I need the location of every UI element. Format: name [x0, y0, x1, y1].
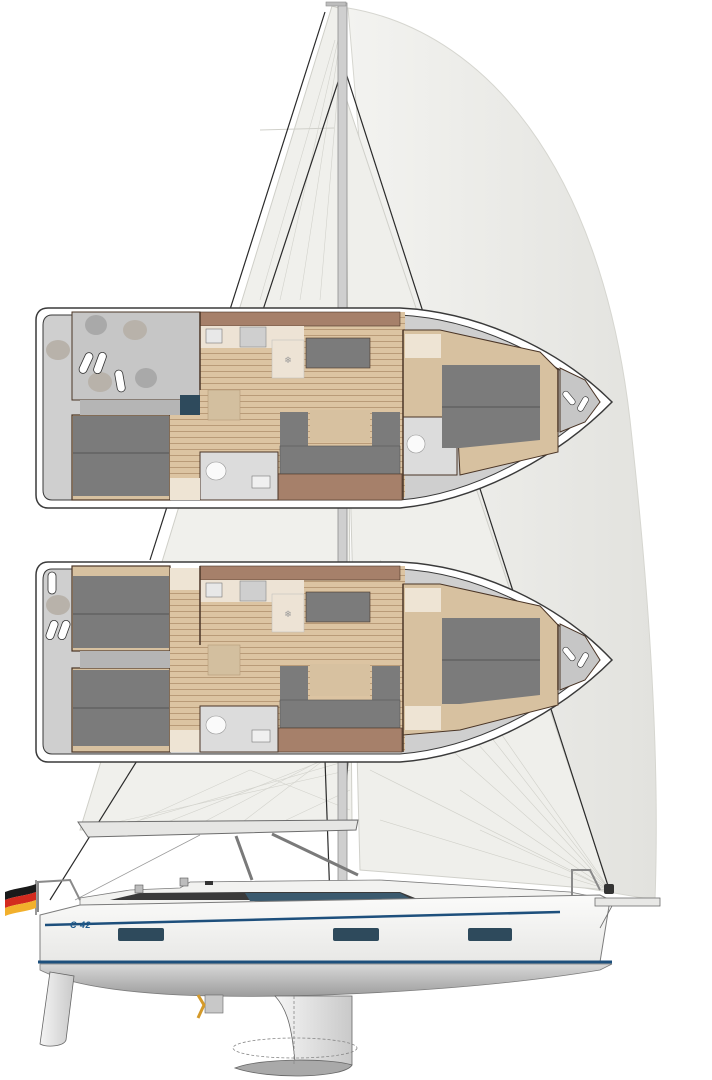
- hull-window: [468, 928, 512, 941]
- hull-window: [333, 928, 379, 941]
- berth: [442, 618, 540, 704]
- dinette-seat: [279, 445, 401, 475]
- stove: [239, 326, 267, 348]
- anchor-locker: [559, 623, 601, 691]
- hull-window: [118, 928, 164, 941]
- propeller: [196, 994, 224, 1019]
- galley-sink: [205, 328, 223, 344]
- head-sink: [251, 475, 271, 489]
- hanging-locker: [170, 568, 200, 590]
- hull-model-label: C 42: [70, 920, 91, 930]
- companionway-steps: [207, 644, 241, 676]
- toilet: [205, 461, 227, 481]
- berth: [73, 416, 169, 496]
- hanging-locker: [170, 478, 200, 500]
- stove: [239, 580, 267, 602]
- hanging-locker: [170, 730, 200, 752]
- hull-profile: C 42: [37, 869, 661, 997]
- head-sink: [251, 729, 271, 743]
- rudder: [39, 971, 75, 1047]
- galley-sink: [205, 582, 223, 598]
- germany-flag-icon: [5, 880, 37, 916]
- toilet: [205, 715, 227, 735]
- settee: [305, 591, 371, 623]
- fridge: [271, 339, 305, 379]
- snowflake-icon: ❄: [284, 609, 292, 619]
- fridge: [271, 593, 305, 633]
- layout-2-cabin: ❄: [35, 307, 614, 509]
- berth: [73, 576, 169, 648]
- keel: [232, 995, 358, 1077]
- backstay: [74, 834, 201, 901]
- winch: [179, 877, 189, 887]
- hanging-locker: [405, 334, 441, 358]
- winch: [134, 884, 144, 894]
- hanging-locker: [405, 588, 441, 612]
- layout-3-cabin: ❄: [35, 561, 614, 763]
- galley-cabinets: [199, 565, 401, 581]
- settee: [305, 337, 371, 369]
- hanging-locker: [405, 706, 441, 730]
- anchor-locker: [559, 367, 601, 433]
- sheer-stripe: [44, 910, 561, 927]
- companionway-steps: [207, 389, 241, 421]
- toilet: [406, 434, 426, 454]
- snowflake-icon: ❄: [284, 355, 292, 365]
- boom: [77, 819, 359, 881]
- dinette-table: [310, 410, 370, 442]
- galley-cabinets: [199, 311, 401, 327]
- dinette-seat: [279, 699, 401, 729]
- dinette-table: [310, 664, 370, 696]
